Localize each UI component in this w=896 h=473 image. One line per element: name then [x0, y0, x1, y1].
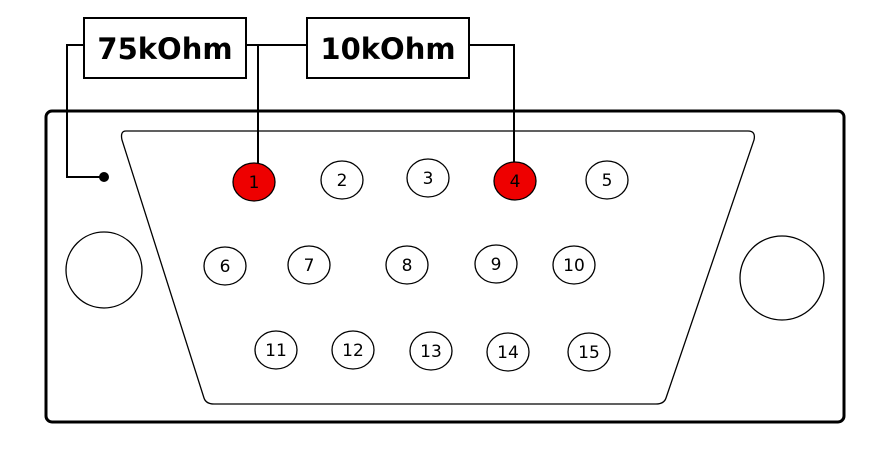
wire-shell-to-75k — [66, 44, 104, 178]
pin-6-circle — [203, 246, 247, 286]
pin-9-circle — [474, 244, 518, 284]
pin-9: 9 — [474, 244, 518, 284]
pin-1-label: 1 — [249, 173, 260, 193]
resistor-10k-label: 10kOhm — [320, 32, 455, 66]
connector-face — [120, 130, 756, 405]
pin-8-circle — [385, 245, 429, 285]
pin-12: 12 — [331, 330, 375, 370]
pin-10: 10 — [552, 245, 596, 285]
pin-3-label: 3 — [423, 169, 434, 189]
pin-9-label: 9 — [491, 255, 502, 275]
pin-8-label: 8 — [402, 256, 413, 276]
pin-13: 13 — [409, 331, 453, 371]
resistor-75k-label: 75kOhm — [97, 32, 232, 66]
pin-4: 4 — [493, 161, 537, 201]
pin-12-circle — [331, 330, 375, 370]
pin-11: 11 — [254, 330, 298, 370]
pin-5-label: 5 — [602, 171, 613, 191]
pin-7: 7 — [287, 245, 331, 285]
resistor-75k-box — [83, 17, 247, 79]
pin-14: 14 — [486, 332, 530, 372]
pin-2: 2 — [320, 160, 364, 200]
pin-13-circle — [409, 331, 453, 371]
pin-15-circle — [567, 332, 611, 372]
pin-12-label: 12 — [342, 341, 364, 361]
resistor-10k: 10kOhm — [306, 17, 470, 79]
pin-3: 3 — [406, 158, 450, 198]
pin-14-circle — [486, 332, 530, 372]
pin-5: 5 — [585, 160, 629, 200]
pin-6: 6 — [203, 246, 247, 286]
ground-connection-dot — [99, 172, 109, 182]
pin-11-label: 11 — [265, 341, 287, 361]
resistor-10k-box — [306, 17, 470, 79]
pin-3-circle — [406, 158, 450, 198]
pin-8: 8 — [385, 245, 429, 285]
mounting-hole-left — [65, 231, 143, 309]
wire-10k-to-pin-4 — [469, 44, 515, 166]
pin-6-label: 6 — [220, 257, 231, 277]
pin-15: 15 — [567, 332, 611, 372]
wiring — [66, 44, 515, 178]
pin-1: 1 — [232, 162, 276, 202]
pin-10-label: 10 — [563, 256, 585, 276]
pin-1-circle — [232, 162, 276, 202]
pin-11-circle — [254, 330, 298, 370]
pin-4-label: 4 — [510, 172, 521, 192]
pin-10-circle — [552, 245, 596, 285]
mounting-hole-right — [739, 235, 825, 321]
pin-13-label: 13 — [420, 342, 442, 362]
connector-shell — [44, 109, 846, 424]
pin-2-label: 2 — [337, 171, 348, 191]
pin-5-circle — [585, 160, 629, 200]
pin-15-label: 15 — [578, 343, 600, 363]
pin-14-label: 14 — [497, 343, 519, 363]
pin-2-circle — [320, 160, 364, 200]
pin-4-circle — [493, 161, 537, 201]
resistor-75k: 75kOhm — [83, 17, 247, 79]
pin-7-circle — [287, 245, 331, 285]
pin-7-label: 7 — [304, 256, 315, 276]
